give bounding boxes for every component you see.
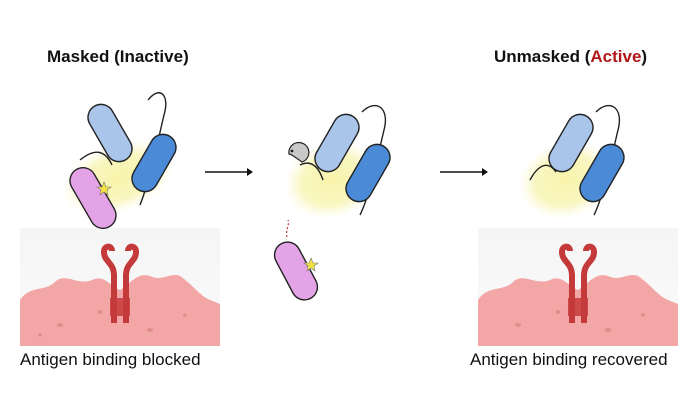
heavy-chain-domain — [131, 133, 177, 193]
receptor-icon — [100, 243, 140, 323]
cell-surface-masked — [20, 228, 220, 346]
linker-line-2 — [299, 162, 324, 181]
heavy-chain-domain-3 — [579, 143, 625, 203]
masked-caption: Antigen binding blocked — [20, 350, 201, 369]
cleaved-linker — [285, 219, 290, 238]
unmasked-caption: Antigen binding recovered — [470, 350, 668, 369]
light-chain-domain-3 — [548, 113, 594, 173]
star-icon — [96, 181, 112, 196]
arrow-right-icon — [440, 168, 488, 176]
star-icon — [303, 257, 319, 272]
arrow-right-icon — [205, 168, 253, 176]
heavy-chain-domain-2 — [345, 143, 391, 203]
protease-icon — [288, 141, 310, 163]
panel-masked: Masked (Inactive) — [20, 47, 220, 369]
linker-line — [79, 151, 113, 166]
receptor-icon — [558, 243, 598, 323]
unmasked-title: Unmasked (Active) — [494, 47, 647, 66]
cell-surface-unmasked — [478, 228, 678, 346]
released-mask — [273, 241, 319, 301]
masked-title: Masked (Inactive) — [47, 47, 189, 66]
panel-unmasked: Unmasked (Active) Antigen binding recove… — [470, 47, 678, 369]
light-chain-domain-2 — [314, 113, 360, 173]
panel-cleaved — [273, 105, 391, 301]
light-chain-domain — [87, 103, 133, 163]
